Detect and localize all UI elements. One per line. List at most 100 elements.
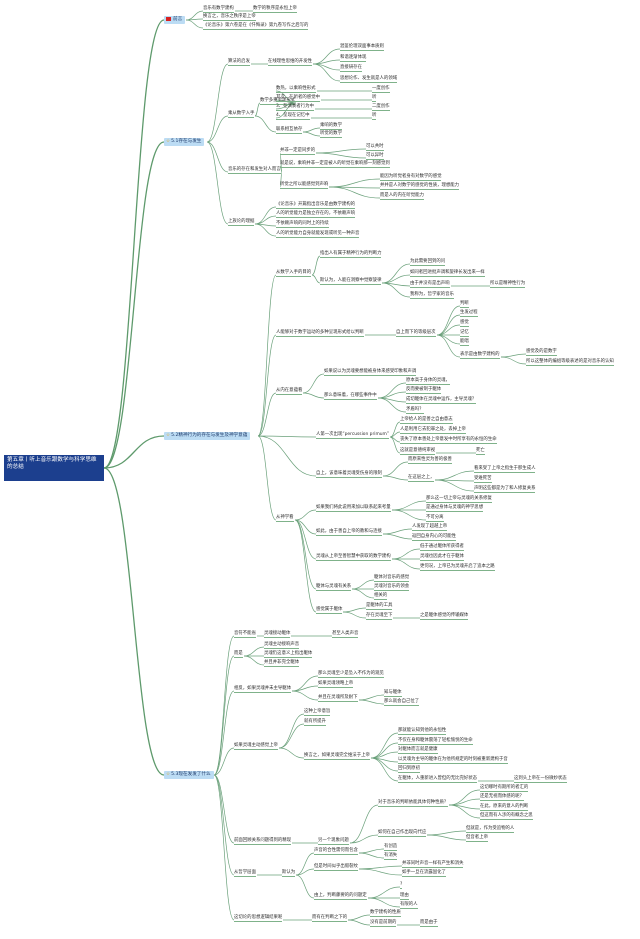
section3-topic-node[interactable]: 数学建构的性质 [370,910,401,917]
section2-topic-node[interactable]: 矛盾吗？ [406,407,424,414]
section3-topic-node[interactable]: 但这而有人涉的有概念之思 [480,813,533,820]
section3-topic-node[interactable]: 甚至人类声音 [332,631,359,638]
branch-section-2[interactable]: ☆5.2精神行为的存在与发生及神学意蕴 [164,432,251,440]
section2-topic-node[interactable]: 如同者回进批声调和旋律长发出来一样 [410,270,485,277]
section1-topic-node[interactable]: 思想论作、发生就是人的领域 [340,76,398,83]
section3-topic-node[interactable]: 斯认为 [282,870,296,877]
section2-topic-node[interactable]: 记忆 [460,330,469,337]
section1-topic-node[interactable]: 音乐的存在和发生对人而言 [228,167,281,174]
section3-topic-node[interactable]: 如手一旦在流露固化了 [402,870,446,877]
section2-topic-node[interactable]: 而原来性灵为善的极善 [408,457,452,464]
section3-topic-node[interactable]: 理由 [400,893,409,900]
section3-topic-node[interactable]: 相反，如果灵魂并未主导躯体 [234,686,292,693]
section3-topic-node[interactable]: 在此，原来的意人的判断 [480,804,529,811]
section3-topic-node[interactable]: 而是 [234,651,243,658]
section1-topic-node[interactable]: 能因为听觉者身有对数学的感觉 [380,174,442,181]
section3-topic-node[interactable]: 这种上帝意旨 [304,709,331,716]
section1-topic-node[interactable]: 直接研存在 [340,65,362,72]
section2-topic-node[interactable]: 感觉属于躯体 [316,607,343,614]
preface-topic-node[interactable]: 音乐有数学建构 [203,6,234,13]
section3-topic-node[interactable]: 但是时间似乎出假裂纹 [314,864,358,871]
section1-topic-node[interactable]: 听 [372,113,377,120]
section3-topic-node[interactable]: 但就是，作为受追物的人 [466,826,515,833]
section2-topic-node[interactable]: 原本高于身体的灵魂， [406,378,450,385]
section1-topic-node[interactable]: 其次，在听者的感觉中 [276,95,320,102]
section3-topic-node[interactable]: 换言之，如果灵魂完全维法于上帝 [304,753,370,760]
section3-topic-node[interactable]: 不仅在身和躯体震荡了轻松愉悦的生命 [398,738,473,745]
section3-topic-node[interactable]: 回归到原初 [398,766,420,773]
section2-topic-node[interactable]: 斯认为，人能在洞察中觉察旋律 [320,278,382,285]
preface-topic-node[interactable]: 数学的秩序是永恒上帝 [253,6,297,13]
preface-topic-node[interactable]: 《论音乐》第六卷是在《忏悔录》第九卷写作之后写的 [203,23,309,30]
section1-topic-node[interactable]: 人的听觉能力是独立存在的，不依赖声响 [276,211,356,218]
section2-topic-node[interactable]: 从神学看 [276,515,294,522]
branch-section-3[interactable]: ☆5.3现在发发了什么 [164,771,214,779]
section2-topic-node[interactable]: 声明这些都是为了和人修复关系 [474,486,536,493]
section3-topic-node[interactable]: 对于音乐的判断依能具体何种性质？ [378,800,449,807]
section2-topic-node[interactable]: 所以是精神性行为 [490,281,526,288]
section1-topic-node[interactable]: 《论音乐》开篇指出音乐是由数学建构的 [276,202,356,209]
section3-topic-node[interactable]: 没有是前期的 [370,920,397,927]
section3-topic-node[interactable]: 对躯体而言就是健康 [398,747,438,754]
section3-topic-node[interactable]: 如果灵魂领略上帝 [318,681,354,688]
section3-topic-node[interactable]: 这到头上帝在一份微妙状态 [514,776,567,783]
section2-topic-node[interactable]: 那么意味着，在哪些事件中 [324,393,377,400]
section1-topic-node[interactable]: 算法的启发 [228,59,250,66]
section2-topic-node[interactable]: 灵魂也因此才在于躯体 [420,554,464,561]
section2-topic-node[interactable]: 能唱 [460,339,469,346]
section2-topic-node[interactable]: 那么这一切上帝与灵魂的关系修复 [426,496,492,503]
section3-topic-node[interactable]: 但音者上帝 [466,835,488,842]
section2-topic-node[interactable]: 人第一次出现“percussion primum” [316,432,390,439]
section2-topic-node[interactable]: 判断 [460,301,469,308]
section3-topic-node[interactable]: 如何在自己作出现向代应 [378,830,427,837]
section1-topic-node[interactable]: 并非一定是同步的 [280,148,316,155]
section3-topic-node[interactable]: 那就能认知到他的永恒性 [398,728,447,735]
section3-topic-node[interactable]: 知与躯体 [384,690,402,697]
section2-topic-node[interactable]: 从数学入手的目的 [276,270,312,277]
section1-topic-node[interactable]: 听 [372,95,377,102]
section3-topic-node[interactable]: 前面回顾关系问题得到的精现 [234,838,292,845]
section1-topic-node[interactable]: 就是说，乘响并非一定是被人的听觉在乘响那一刻感觉到 [280,161,390,168]
section2-topic-node[interactable]: 由于并没有是出声响 [410,281,450,288]
section3-topic-node[interactable]: 有创造 [384,844,398,851]
section2-topic-node[interactable]: 表示是由数学建构的 [460,352,500,359]
section1-topic-node[interactable]: 乘响的数学 [320,123,342,130]
section2-topic-node[interactable]: 我称为，哲学家的音乐 [410,292,454,299]
section2-topic-node[interactable]: 感觉及的是数字 [526,349,557,356]
section1-topic-node[interactable]: 和谐逐渐体现 [340,55,367,62]
section2-topic-node[interactable]: 是躯体的工具 [366,603,393,610]
section2-topic-node[interactable]: 自上而下的等级层次 [396,330,436,337]
section1-topic-node[interactable]: 听觉之所以能感觉到声响 [280,182,329,189]
section2-topic-node[interactable]: 灵魂从上帝至善智慧中获取的数学建构 [316,554,391,561]
section2-topic-node[interactable]: 感觉 [460,320,469,327]
section2-topic-node[interactable]: 死亡 [476,448,485,455]
section1-topic-node[interactable]: 上族论的理据 [228,219,255,226]
section3-topic-node[interactable]: 并且并非完全躯体 [264,660,300,667]
section2-topic-node[interactable]: 人能够对于数字运动的多种呈现形式给以判断 [276,330,364,337]
section3-topic-node[interactable]: 这切哪时有期所的者汇的 [480,785,529,792]
section1-topic-node[interactable]: 不依赖声响的同时上的持续 [276,221,329,228]
section2-topic-node[interactable]: 是通过身体与灵魂的神学思想 [426,505,484,512]
section3-topic-node[interactable]: 那么就会自己位了 [384,699,420,706]
section3-topic-node[interactable]: 从哲学层面 [234,870,256,877]
section2-topic-node[interactable]: 存在灵魂至下 [366,613,393,620]
section2-topic-node[interactable]: 成切躯体在灵魂中运作，主导灵魂？ [406,397,477,404]
section2-topic-node[interactable]: 指出人有属于精神行为的判断力 [320,251,382,258]
section3-topic-node[interactable]: 声音的合性需何而包含 [314,848,358,855]
preface-topic-node[interactable]: 换言之，音乐之秩序是上帝 [203,14,256,21]
section1-topic-node[interactable]: 乘从数学入手 [228,111,255,118]
section2-topic-node[interactable]: 躯体对音乐的感觉 [374,575,410,582]
section1-topic-node[interactable]: 并并是人对数学的感觉的性质，理想能力 [380,183,460,190]
section1-topic-node[interactable]: 可以异时 [366,153,384,160]
section1-topic-node[interactable]: 听觉的数学 [320,131,342,138]
section2-topic-node[interactable]: 上帝给人的是善之自由意志 [400,417,453,424]
section3-topic-node[interactable]: 并且在灵魂所及耐下 [318,695,358,702]
section3-topic-node[interactable]: 这切论的思想逻辑结果呢 [234,915,283,922]
section3-topic-node[interactable]: 如果灵魂主动感觉上帝 [234,743,278,750]
section1-topic-node[interactable]: 在线理性思维的开发性 [268,59,312,66]
section2-topic-node[interactable]: 低于通过躯体所获得者 [420,544,464,551]
section2-topic-node[interactable]: 灵魂对音乐的领会 [374,584,410,591]
section3-topic-node[interactable]: 灵魂仍这意义上指出躯体 [264,651,313,658]
section3-topic-node[interactable]: 还是无视而体感的呢？ [480,794,524,801]
section1-topic-node[interactable]: 可以共时 [366,144,384,151]
